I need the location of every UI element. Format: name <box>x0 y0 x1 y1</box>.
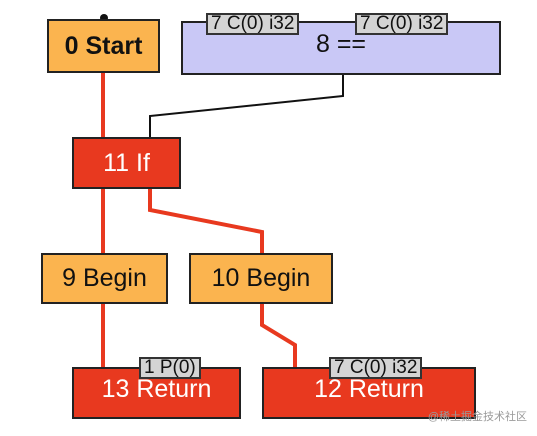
node-begin-9[interactable]: 9 Begin <box>41 253 168 304</box>
edge-if-to-begin10 <box>148 188 264 253</box>
node-return-13-label: 13 Return <box>101 374 212 403</box>
node-start-label: 0 Start <box>64 31 143 60</box>
node-return-12[interactable]: 12 Return <box>262 367 476 419</box>
edge-begin10-to-return12 <box>260 303 297 367</box>
node-return-12-label: 12 Return <box>314 374 424 403</box>
node-begin-10[interactable]: 10 Begin <box>189 253 333 304</box>
watermark: @稀土掘金技术社区 <box>427 411 527 423</box>
port-tag-eq-left: 7 C(0) i32 <box>206 13 300 35</box>
node-if[interactable]: 11 If <box>72 137 181 189</box>
port-tag-eq-right: 7 C(0) i32 <box>355 13 449 35</box>
node-begin-10-label: 10 Begin <box>211 264 311 292</box>
node-begin-9-label: 9 Begin <box>62 264 147 292</box>
port-tag-return-13: 1 P(0) <box>139 357 201 379</box>
start-anchor-dot <box>100 14 108 22</box>
node-if-label: 11 If <box>103 148 150 177</box>
port-tag-return-12: 7 C(0) i32 <box>329 357 423 379</box>
node-start[interactable]: 0 Start <box>47 19 160 73</box>
edge-eq-to-if <box>149 74 344 137</box>
